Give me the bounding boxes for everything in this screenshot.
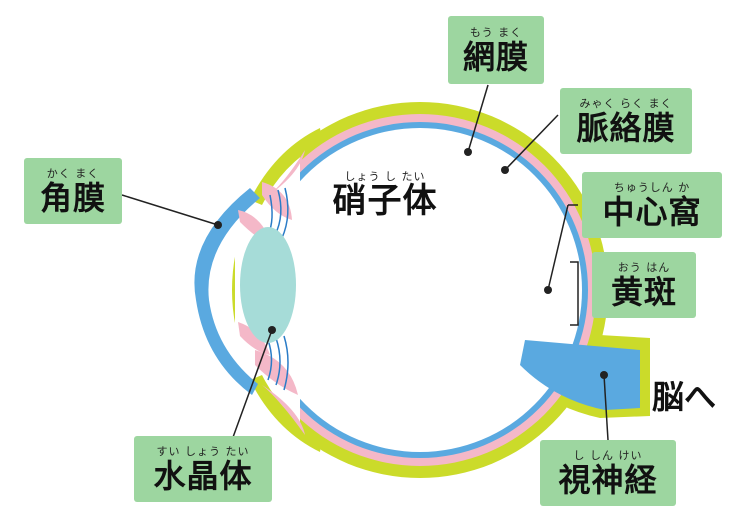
ciliary-lower — [255, 350, 298, 395]
leader-dots — [214, 148, 608, 379]
leader-lines — [121, 84, 609, 441]
optic-nerve — [520, 340, 640, 410]
label-optic-nerve: し しん けい 視神経 — [540, 440, 676, 506]
ciliary-upper — [262, 182, 292, 220]
label-choroid: みゃく らく まく 脈絡膜 — [560, 88, 692, 154]
label-to-brain: 脳へ — [652, 378, 717, 416]
label-lens: すい しょう たい 水晶体 — [134, 436, 272, 502]
zonular-fibers — [267, 187, 289, 391]
label-macula: おう はん 黄斑 — [592, 252, 696, 318]
fovea-dent — [538, 274, 545, 306]
label-fovea: ちゅうしん か 中心窩 — [582, 172, 722, 238]
lens — [240, 227, 296, 343]
label-cornea: かく まく 角膜 — [24, 158, 122, 224]
label-retina: もう まく 網膜 — [448, 16, 544, 84]
label-vitreous: しょう し たい 硝子体 — [332, 170, 438, 221]
cornea — [194, 188, 260, 395]
iris-lower — [238, 322, 270, 355]
vitreous-body — [258, 128, 582, 452]
